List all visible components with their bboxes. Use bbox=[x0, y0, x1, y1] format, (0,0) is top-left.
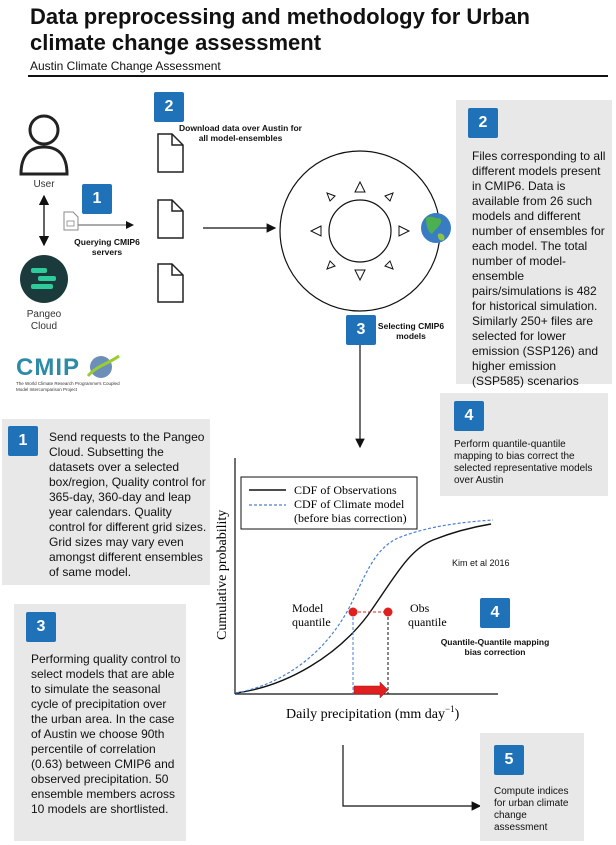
file-stack bbox=[157, 133, 184, 303]
chart-legend bbox=[240, 476, 418, 530]
ylabel: Cumulative probability bbox=[215, 510, 230, 640]
download-label: Download data over Austin for all model-… bbox=[179, 123, 302, 143]
compute-arrow bbox=[342, 745, 482, 811]
file-icon bbox=[157, 133, 184, 173]
cmip-logo-caption: The World Climate Research Programme's C… bbox=[16, 381, 120, 392]
cdf-chart: CDF of Observations CDF of Climate model… bbox=[215, 458, 498, 722]
panel-2-text: Files corresponding to all different mod… bbox=[472, 149, 606, 388]
user-label: User bbox=[33, 179, 55, 190]
step-1-badge: 1 bbox=[82, 184, 112, 214]
pangeo-logo-icon bbox=[20, 255, 68, 303]
quantile-shift-arrow bbox=[353, 681, 389, 699]
legend-model-note: (before bias correction) bbox=[294, 511, 407, 525]
step-4-badge: 4 bbox=[480, 598, 510, 628]
obs-quantile-dot bbox=[383, 607, 393, 617]
select-label: Selecting CMIP6 models bbox=[377, 321, 445, 341]
panel-5-text: Compute indices for urban climate change… bbox=[494, 786, 569, 833]
step-3-badge: 3 bbox=[346, 315, 376, 345]
page-title: Data preprocessing and methodology for U… bbox=[30, 4, 530, 55]
panel-quality-control: 3 Performing quality control to select m… bbox=[14, 604, 186, 841]
panel-files-info: 2 Files corresponding to all different m… bbox=[456, 100, 612, 388]
panel-quantile-mapping: 4 Perform quantile-quantile mapping to b… bbox=[440, 393, 608, 496]
file-icon bbox=[157, 199, 184, 239]
panel-pangeo-requests: 1 Send requests to the Pangeo Cloud. Sub… bbox=[2, 419, 210, 585]
panel-4-text: Perform quantile-quantile mapping to bia… bbox=[454, 439, 593, 486]
header-divider bbox=[28, 75, 608, 77]
page-subtitle: Austin Climate Change Assessment bbox=[30, 59, 221, 73]
user-icon bbox=[19, 114, 69, 176]
panel-4-badge: 4 bbox=[454, 401, 484, 431]
legend-observations: CDF of Observations bbox=[294, 483, 397, 497]
query-label: Querying CMIP6 servers bbox=[74, 237, 140, 257]
earth-icon bbox=[421, 213, 451, 243]
panel-3-text: Performing quality control to select mod… bbox=[31, 652, 181, 816]
pangeo-label: Pangeo Cloud bbox=[26, 309, 62, 332]
panel-5-badge: 5 bbox=[494, 745, 524, 775]
panel-1-text: Send requests to the Pangeo Cloud. Subse… bbox=[49, 430, 207, 579]
sun-icon bbox=[328, 199, 392, 263]
file-icon bbox=[157, 263, 184, 303]
legend-model: CDF of Climate model bbox=[294, 497, 405, 511]
obs-quantile-label: Obs bbox=[410, 601, 430, 615]
step-2-badge: 2 bbox=[154, 92, 184, 122]
cmip-logo-text: CMIP bbox=[16, 354, 80, 381]
model-quantile-label: quantile bbox=[292, 615, 331, 629]
qq-mapping-label: Quantile-Quantile mapping bias correctio… bbox=[440, 637, 550, 657]
obs-cdf-curve bbox=[235, 523, 492, 694]
request-document-icon bbox=[63, 211, 79, 231]
obs-quantile-label: quantile bbox=[408, 615, 447, 629]
model-quantile-dot bbox=[348, 607, 358, 617]
panel-2-badge: 2 bbox=[468, 108, 498, 138]
sun-rays bbox=[309, 180, 411, 282]
model-quantile-label: Model bbox=[292, 601, 324, 615]
model-cdf-curve bbox=[235, 519, 494, 694]
panel-compute-indices: 5 Compute indices for urban climate chan… bbox=[480, 733, 584, 841]
citation: Kim et al 2016 bbox=[452, 558, 510, 568]
climate-model-globe bbox=[279, 150, 451, 312]
panel-3-badge: 3 bbox=[26, 612, 56, 642]
panel-1-badge: 1 bbox=[8, 426, 38, 456]
xlabel: Daily precipitation (mm day−1) bbox=[286, 704, 460, 722]
cmip-logo: CMIP The World Climate Research Programm… bbox=[16, 352, 126, 396]
cmip-globe-icon bbox=[86, 354, 120, 378]
